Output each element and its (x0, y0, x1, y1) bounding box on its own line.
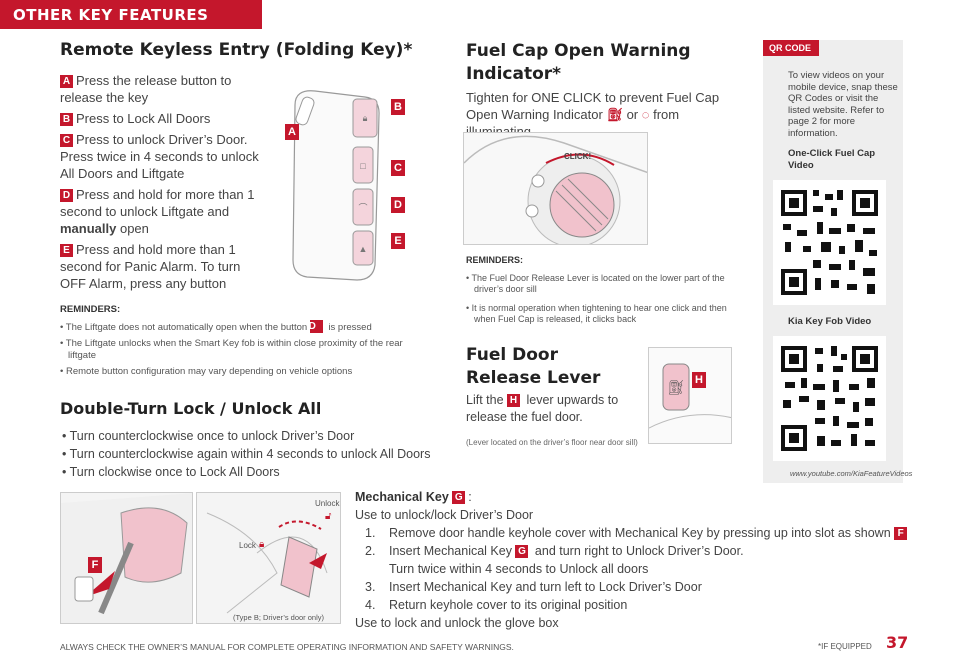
mk-step-2: 2.Insert Mechanical Key G and turn right… (365, 544, 744, 558)
lock-unlock-image: Unlock 🔓︎ Lock 🔒︎ (Type B; Driver’s door… (196, 492, 341, 624)
fuel-door-lever-image: ⛽︎ (648, 347, 732, 444)
callout-h: H (692, 372, 706, 388)
fuel-door-body: Lift the H lever upwards to release the … (466, 393, 619, 424)
lock-icon: 🔒︎ (259, 539, 265, 550)
lock-label: Lock (239, 541, 256, 550)
qr-url-link[interactable]: www.youtube.com/KiaFeatureVideos (790, 469, 913, 478)
mechanical-key-block: Mechanical Key G: Use to unlock/lock Dri… (355, 488, 915, 632)
qr-tab: QR CODE (763, 40, 819, 56)
fuel-door-note: (Lever located on the driver’s floor nea… (466, 438, 638, 447)
rke-reminder-2: • The Liftgate unlocks when the Smart Ke… (60, 338, 403, 361)
unlock-icon: 🔓︎ (325, 511, 332, 522)
unlock-label: Unlock (315, 499, 340, 508)
rke-reminder-3: • Remote button configuration may vary d… (60, 366, 353, 377)
svg-text:⛽︎: ⛽︎ (667, 379, 685, 395)
fuel-cap-image: CLICK! (463, 132, 648, 245)
double-turn-list: Turn counterclockwise once to unlock Dri… (62, 427, 431, 481)
mk-step-1: 1.Remove door handle keyhole cover with … (355, 524, 915, 542)
footer-disclaimer: ALWAYS CHECK THE OWNER’S MANUAL FOR COMP… (60, 642, 514, 652)
callout-c: C (391, 160, 405, 176)
click-label: CLICK! (564, 152, 591, 161)
rke-reminders: REMINDERS: • The Liftgate does not autom… (60, 304, 430, 382)
qr-code-icon (779, 188, 880, 297)
callout-d: D (391, 197, 405, 213)
dtl-item: Turn counterclockwise again within 4 sec… (62, 445, 431, 463)
footer-if-equipped: *IF EQUIPPED (818, 642, 872, 651)
qr-intro: To view videos on your mobile device, sn… (788, 70, 898, 139)
double-turn-title: Double-Turn Lock / Unlock All (60, 399, 322, 418)
callout-e: E (391, 233, 405, 249)
fc-reminder-2: • It is normal operation when tightening… (466, 302, 727, 325)
callout-b: B (391, 99, 405, 115)
qr-code-key-fob[interactable] (773, 336, 886, 461)
dtl-item: Turn clockwise once to Lock All Doors (62, 463, 430, 481)
qr-code-fuel-cap[interactable] (773, 180, 886, 305)
page-number: 37 (886, 633, 909, 652)
mk-step-4: 4.Return keyhole cover to its original p… (365, 598, 628, 612)
qr-label-fuel-cap: One-Click Fuel Cap Video (788, 148, 876, 171)
mk-step-3: 3.Insert Mechanical Key and turn left to… (365, 580, 702, 594)
svg-text:□: □ (360, 161, 366, 171)
key-fob-illustration: 🔒︎ □ ⌒ ▲ (292, 90, 380, 281)
qr-label-key-fob: Kia Key Fob Video (788, 316, 872, 327)
svg-text:▲: ▲ (359, 244, 368, 254)
svg-text:⌒: ⌒ (358, 203, 367, 213)
lock-image-caption: (Type B; Driver’s door only) (233, 613, 325, 622)
qr-code-icon (781, 346, 878, 451)
fuel-cap-title: Fuel Cap Open Warning Indicator* (466, 41, 691, 84)
callout-a: A (285, 124, 299, 140)
svg-text:🔒︎: 🔒︎ (363, 113, 368, 123)
keyhole-cover-image (60, 492, 193, 624)
rke-reminder-1: • The Liftgate does not automatically op… (60, 320, 372, 333)
fuel-door-title: Fuel Door Release Lever (466, 345, 601, 388)
fuel-cap-warning-icon: ◌ (641, 107, 650, 122)
fuel-pump-warning-icon: ⛽︎ (606, 107, 623, 122)
section-header: OTHER KEY FEATURES (0, 0, 262, 29)
rke-title: Remote Keyless Entry (Folding Key)* (60, 40, 413, 60)
callout-f: F (88, 557, 102, 573)
fuel-cap-reminders: REMINDERS: • The Fuel Door Release Lever… (466, 255, 738, 333)
dtl-item: Turn counterclockwise once to unlock Dri… (62, 427, 430, 445)
fc-reminder-1: • The Fuel Door Release Lever is located… (466, 272, 725, 295)
